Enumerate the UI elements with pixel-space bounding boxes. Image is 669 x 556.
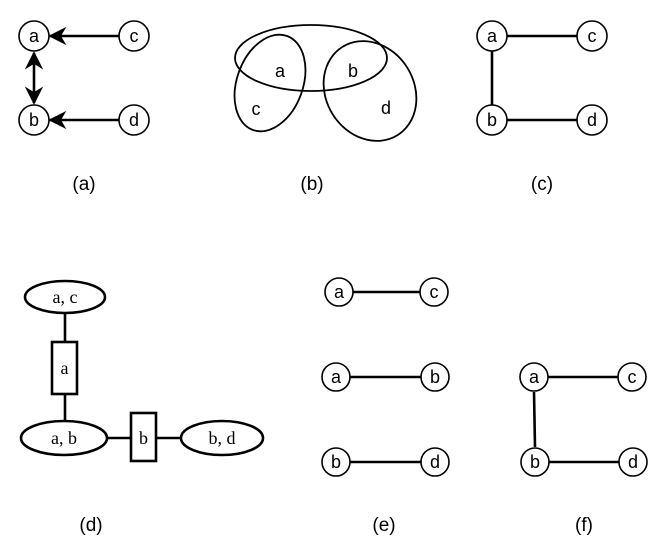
node-e1-left-label: a xyxy=(334,282,345,302)
node-e3-left-label: b xyxy=(331,452,341,472)
panel-c-caption: (c) xyxy=(531,174,553,195)
hyper-node-b: b xyxy=(348,61,358,81)
panel-d-caption: (d) xyxy=(79,515,102,536)
node-b-label: b xyxy=(29,110,39,130)
hyper-node-d: d xyxy=(381,98,391,118)
separator-b xyxy=(129,411,158,463)
node-c-label: c xyxy=(130,26,139,46)
hyper-node-c: c xyxy=(252,99,261,119)
node-a xyxy=(476,20,508,52)
node-c-label: c xyxy=(628,367,637,387)
panel-b-caption: (b) xyxy=(300,174,323,195)
hyperedge-a-c xyxy=(233,33,307,133)
node-c xyxy=(118,20,150,52)
cluster-ac-label: a, c xyxy=(53,287,78,307)
hyper-node-a: a xyxy=(275,61,286,81)
edge-a-b xyxy=(532,391,537,448)
node-e1-right-label: c xyxy=(430,282,439,302)
separator-b-label: b xyxy=(139,428,148,448)
cluster-bd xyxy=(179,419,265,457)
separator-a xyxy=(50,340,79,396)
node-e1-left xyxy=(324,277,354,307)
node-d-label: d xyxy=(587,110,597,130)
panel-e: a c a b b d (e) xyxy=(321,277,450,536)
node-d xyxy=(576,104,608,136)
cluster-ab-label: a, b xyxy=(51,428,77,448)
node-b xyxy=(520,447,550,477)
cluster-bd-label: b, d xyxy=(209,428,236,448)
panel-d: a, c a a, b b b, d (d) xyxy=(19,279,265,536)
hyperedge-b-d xyxy=(322,40,418,142)
panel-f: a c b d (f) xyxy=(519,362,648,536)
node-e2-right-label: b xyxy=(430,367,440,387)
node-b-label: b xyxy=(530,452,540,472)
node-a xyxy=(519,362,549,392)
node-b xyxy=(18,104,50,136)
cluster-ab xyxy=(19,419,109,457)
node-c xyxy=(617,362,647,392)
node-e3-right-label: d xyxy=(430,452,440,472)
node-e1-right xyxy=(419,277,449,307)
panel-c: a c b d (c) xyxy=(476,20,608,195)
node-a-label: a xyxy=(529,367,540,387)
panel-f-caption: (f) xyxy=(575,515,593,536)
node-b xyxy=(476,104,508,136)
node-a-label: a xyxy=(29,26,40,46)
node-d xyxy=(618,447,648,477)
node-d xyxy=(118,104,150,136)
node-e3-right xyxy=(420,447,450,477)
panel-a: a c b d (a) xyxy=(18,20,150,195)
node-b-label: b xyxy=(487,110,497,130)
node-e2-right xyxy=(420,362,450,392)
node-e2-left-label: a xyxy=(331,367,342,387)
node-c xyxy=(576,20,608,52)
node-d-label: d xyxy=(628,452,638,472)
node-d-label: d xyxy=(129,110,139,130)
node-e3-left xyxy=(321,447,351,477)
panel-a-caption: (a) xyxy=(72,174,95,195)
node-c-label: c xyxy=(588,26,597,46)
cluster-ac xyxy=(23,279,107,315)
panel-b: a b c d (b) xyxy=(233,24,418,195)
panel-e-caption: (e) xyxy=(372,515,395,536)
node-e2-left xyxy=(321,362,351,392)
hyperedge-a-b xyxy=(234,24,388,92)
node-a-label: a xyxy=(487,26,498,46)
separator-a-label: a xyxy=(61,358,69,378)
node-a xyxy=(18,20,50,52)
